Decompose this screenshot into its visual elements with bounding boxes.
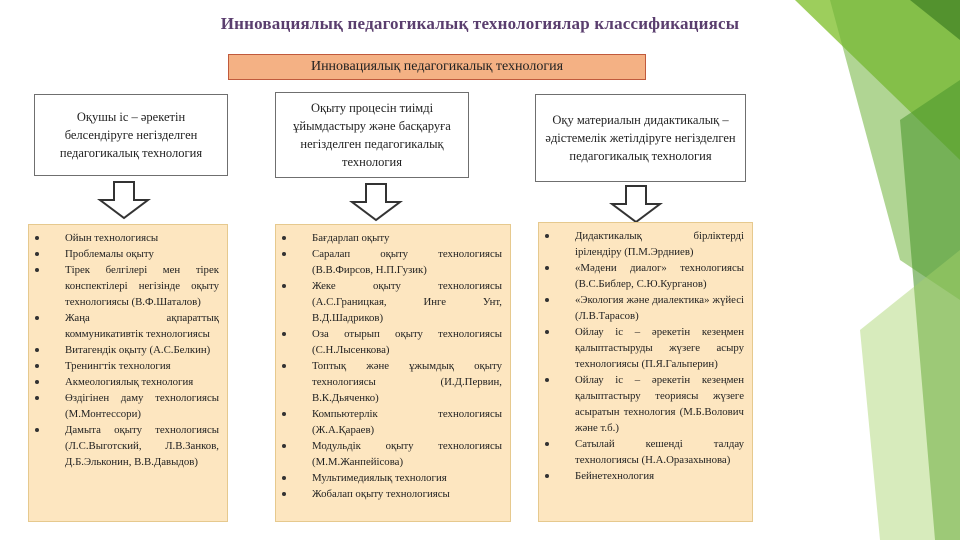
bullet-icon <box>545 234 549 238</box>
list-item-text: Тренингтік технология <box>65 360 171 372</box>
bullet-icon <box>545 330 549 334</box>
list-item-text: Сатылай кешенді талдау технологиясы (Н.А… <box>575 438 744 466</box>
list-item-text: Проблемалы оқыту <box>65 248 154 260</box>
list-item-text: Модульдік оқыту технологиясы (М.М.Жанпей… <box>312 440 502 468</box>
down-arrow-icon <box>97 181 151 220</box>
list-item: Дидактикалық бірліктерді ірілендіру (П.М… <box>545 228 744 260</box>
list-item-text: Ойын технологиясы <box>65 232 159 244</box>
bullet-icon <box>35 348 39 352</box>
list-item: Бейнетехнология <box>545 468 744 484</box>
column-list-3: Дидактикалық бірліктерді ірілендіру (П.М… <box>538 222 753 522</box>
list-item: Проблемалы оқыту <box>35 246 219 262</box>
bullet-icon <box>545 442 549 446</box>
bullet-icon <box>282 236 286 240</box>
list-item: Тірек белгілері мен тірек конспектілері … <box>35 262 219 310</box>
list-item-text: Топтық және ұжымдық оқыту технологиясы (… <box>312 360 502 404</box>
list-item: Өздігінен даму технологиясы (М.Монтессор… <box>35 390 219 422</box>
list-item: Жеке оқыту технологиясы (А.С.Границкая, … <box>282 278 502 326</box>
bullet-icon <box>35 252 39 256</box>
list-item-text: Дамыта оқыту технологиясы (Л.С.Выготский… <box>65 424 219 468</box>
list-item-text: Жеке оқыту технологиясы (А.С.Границкая, … <box>312 280 502 324</box>
down-arrow-icon <box>349 183 403 222</box>
list-item: Ойлау іс – әрекетін кезеңмен қалыптастыр… <box>545 324 744 372</box>
list-item-text: Өздігінен даму технологиясы (М.Монтессор… <box>65 392 219 420</box>
list-item-text: Бейнетехнология <box>575 470 655 482</box>
bullet-icon <box>282 444 286 448</box>
bullet-icon <box>282 252 286 256</box>
bullet-icon <box>35 236 39 240</box>
list-item-text: Компьютерлік технологиясы (Ж.А.Қараев) <box>312 408 502 436</box>
list-item: Компьютерлік технологиясы (Ж.А.Қараев) <box>282 406 502 438</box>
list-item: Тренингтік технология <box>35 358 219 374</box>
list-item: Саралап оқыту технологиясы (В.В.Фирсов, … <box>282 246 502 278</box>
bullet-icon <box>35 380 39 384</box>
bullet-icon <box>545 298 549 302</box>
down-arrow-icon <box>609 185 663 224</box>
list-item: «Экология және диалектика» жүйесі (Л.В.Т… <box>545 292 744 324</box>
list-item-text: Оза отырып оқыту технологиясы (С.Н.Лысен… <box>312 328 502 356</box>
list-item: Топтық және ұжымдық оқыту технологиясы (… <box>282 358 502 406</box>
bullet-icon <box>282 284 286 288</box>
list-item: Ойлау іс – әрекетін кезеңмен қалыптастыр… <box>545 372 744 436</box>
list-item-text: Мультимедиялық технология <box>312 472 447 484</box>
list-item-text: Бағдарлап оқыту <box>312 232 390 244</box>
list-item: Мультимедиялық технология <box>282 470 502 486</box>
list-item: Акмеологиялық технология <box>35 374 219 390</box>
column-heading-1: Оқушы іс – әрекетін белсендіруге негізде… <box>34 94 228 176</box>
bullet-icon <box>545 378 549 382</box>
bullet-icon <box>282 364 286 368</box>
list-item: Сатылай кешенді талдау технологиясы (Н.А… <box>545 436 744 468</box>
list-item: Жаңа ақпараттық коммуникативтік технолог… <box>35 310 219 342</box>
root-banner: Инновациялық педагогикалық технология <box>228 54 646 80</box>
bullet-icon <box>545 266 549 270</box>
list-item: Модульдік оқыту технологиясы (М.М.Жанпей… <box>282 438 502 470</box>
list-item-text: Акмеологиялық технология <box>65 376 194 388</box>
list-item-text: Дидактикалық бірліктерді ірілендіру (П.М… <box>575 230 744 258</box>
list-item-text: «Мәдени диалог» технологиясы (В.С.Библер… <box>575 262 744 290</box>
bullet-icon <box>545 474 549 478</box>
bullet-icon <box>282 492 286 496</box>
list-item-text: Ойлау іс – әрекетін кезеңмен қалыптастыр… <box>575 326 744 370</box>
bullet-icon <box>35 396 39 400</box>
page-title: Инновациялық педагогикалық технологиялар… <box>220 14 740 33</box>
column-heading-3: Оқу материалын дидактикалық – әдістемелі… <box>535 94 746 182</box>
list-item-text: «Экология және диалектика» жүйесі (Л.В.Т… <box>575 294 744 322</box>
bullet-icon <box>35 316 39 320</box>
bullet-icon <box>35 364 39 368</box>
list-item: Ойын технологиясы <box>35 230 219 246</box>
list-item-text: Жобалап оқыту технологиясы <box>312 488 450 500</box>
bullet-icon <box>282 332 286 336</box>
bullet-icon <box>35 428 39 432</box>
bullet-icon <box>282 476 286 480</box>
list-item-text: Саралап оқыту технологиясы (В.В.Фирсов, … <box>312 248 502 276</box>
list-item: Оза отырып оқыту технологиясы (С.Н.Лысен… <box>282 326 502 358</box>
bullet-icon <box>35 268 39 272</box>
list-item-text: Ойлау іс – әрекетін кезеңмен қалыптастыр… <box>575 374 744 434</box>
list-item: Витагендік оқыту (А.С.Белкин) <box>35 342 219 358</box>
list-item: «Мәдени диалог» технологиясы (В.С.Библер… <box>545 260 744 292</box>
list-item-text: Жаңа ақпараттық коммуникативтік технолог… <box>65 312 219 340</box>
column-heading-2: Оқыту процесін тиімді ұйымдастыру және б… <box>275 92 469 178</box>
list-item: Дамыта оқыту технологиясы (Л.С.Выготский… <box>35 422 219 470</box>
list-item-text: Тірек белгілері мен тірек конспектілері … <box>65 264 219 308</box>
bullet-icon <box>282 412 286 416</box>
list-item-text: Витагендік оқыту (А.С.Белкин) <box>65 344 211 356</box>
list-item: Бағдарлап оқыту <box>282 230 502 246</box>
list-item: Жобалап оқыту технологиясы <box>282 486 502 502</box>
